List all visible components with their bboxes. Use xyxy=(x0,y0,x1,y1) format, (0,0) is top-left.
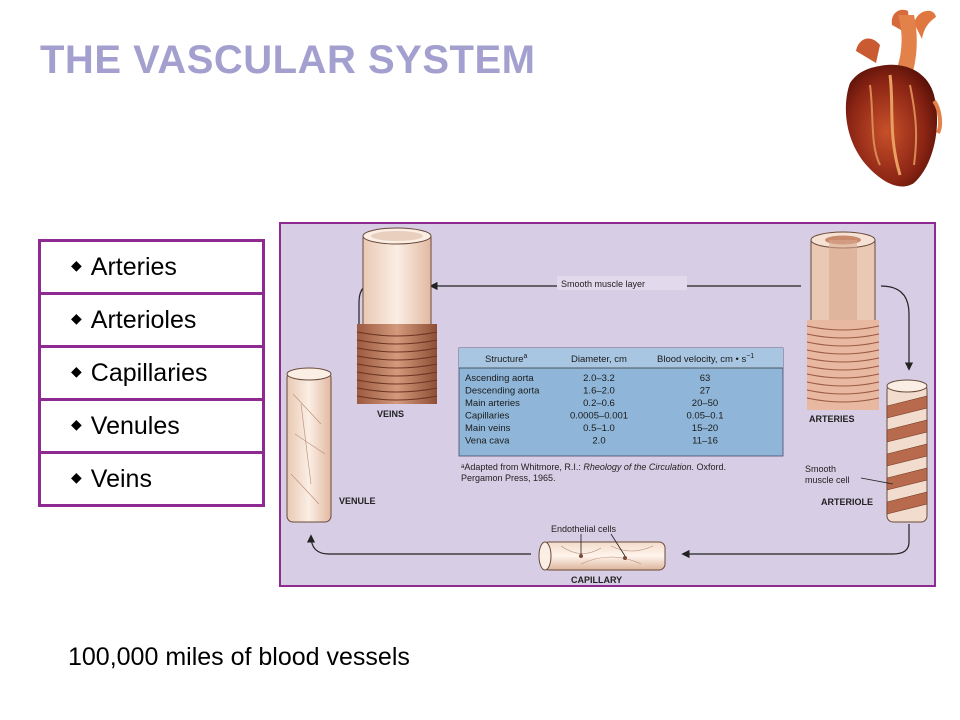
flow-arrow xyxy=(306,534,531,555)
list-item-veins: ◆ Veins xyxy=(38,451,265,507)
table-header: Blood velocity, cm • s−1 xyxy=(657,353,754,365)
list-item-label: Venules xyxy=(90,411,180,440)
table-cell: 0.5–1.0 xyxy=(583,423,615,434)
diamond-bullet-icon: ◆ xyxy=(71,309,82,326)
table-cell: 11–16 xyxy=(692,436,718,447)
diamond-bullet-icon: ◆ xyxy=(71,415,82,432)
table-cell: Capillaries xyxy=(465,411,510,422)
vein-illustration xyxy=(356,227,438,404)
capillary-label: CAPILLARY xyxy=(571,575,622,585)
table-row: Main veins 0.5–1.0 15–20 xyxy=(465,423,718,434)
table-cell: Ascending aorta xyxy=(465,373,534,384)
endothelial-cells-label: Endothelial cells xyxy=(551,524,617,534)
arteriole-illustration xyxy=(886,379,928,523)
vascular-diagram: VEINS VENULE Smooth muscle layer xyxy=(279,222,936,587)
table-cell: Descending aorta xyxy=(465,386,540,397)
table-row: Vena cava 2.0 11–16 xyxy=(465,436,718,447)
page-title: THE VASCULAR SYSTEM xyxy=(40,38,536,82)
table-cell: 63 xyxy=(700,373,711,384)
smooth-muscle-cell-label: Smooth xyxy=(805,464,836,474)
venule-label: VENULE xyxy=(339,496,376,506)
table-cell: Main veins xyxy=(465,423,511,434)
table-cell: 27 xyxy=(700,386,711,397)
arteriole-label: ARTERIOLE xyxy=(821,497,873,507)
list-item-label: Veins xyxy=(90,464,152,493)
flow-arrow xyxy=(681,524,910,559)
diamond-bullet-icon: ◆ xyxy=(71,468,82,485)
table-cell: 0.0005–0.001 xyxy=(570,411,628,422)
heart-illustration xyxy=(845,9,943,187)
smooth-muscle-layer-label: Smooth muscle layer xyxy=(561,279,645,289)
table-row: Capillaries 0.0005–0.001 0.05–0.1 xyxy=(465,411,723,422)
list-item-label: Arteries xyxy=(90,252,177,281)
veins-label: VEINS xyxy=(377,409,404,419)
artery-illustration xyxy=(806,231,880,410)
smooth-muscle-cell-label: muscle cell xyxy=(805,475,850,485)
table-cell: 1.6–2.0 xyxy=(583,386,615,397)
vessel-dimensions-table: Structurea Diameter, cm Blood velocity, … xyxy=(458,347,784,457)
table-footnote: ᵃAdapted from Whitmore, R.I.: Rheology o… xyxy=(461,462,726,472)
table-cell: 2.0–3.2 xyxy=(583,373,615,384)
capillary-illustration xyxy=(538,541,666,571)
table-header: Structurea xyxy=(485,353,528,365)
table-cell: Vena cava xyxy=(465,436,510,447)
diamond-bullet-icon: ◆ xyxy=(71,256,82,273)
list-item-arteries: ◆ Arteries xyxy=(38,239,265,295)
list-item-capillaries: ◆ Capillaries xyxy=(38,345,265,401)
summary-text: 100,000 miles of blood vessels xyxy=(68,643,410,671)
vessel-type-list: ◆ Arteries ◆ Arterioles ◆ Capillaries ◆ … xyxy=(38,239,265,507)
table-cell: 20–50 xyxy=(692,398,718,409)
venule-illustration xyxy=(286,367,332,523)
diamond-bullet-icon: ◆ xyxy=(71,362,82,379)
flow-arrow xyxy=(880,285,914,371)
table-row: Descending aorta 1.6–2.0 27 xyxy=(465,386,710,397)
table-row: Ascending aorta 2.0–3.2 63 xyxy=(465,373,710,384)
arteries-label: ARTERIES xyxy=(809,414,855,424)
list-item-venules: ◆ Venules xyxy=(38,398,265,454)
table-cell: 2.0 xyxy=(592,436,605,447)
table-cell: 0.05–0.1 xyxy=(687,411,724,422)
list-item-label: Capillaries xyxy=(90,358,208,387)
table-footnote: Pergamon Press, 1965. xyxy=(461,473,556,483)
list-item-arterioles: ◆ Arterioles xyxy=(38,292,265,348)
table-cell: Main arteries xyxy=(465,398,520,409)
pointer-line xyxy=(860,477,894,485)
label-backdrop xyxy=(557,276,687,290)
table-header: Diameter, cm xyxy=(571,354,627,365)
list-item-label: Arterioles xyxy=(90,305,197,334)
table-cell: 15–20 xyxy=(692,423,718,434)
table-cell: 0.2–0.6 xyxy=(583,398,615,409)
table-row: Main arteries 0.2–0.6 20–50 xyxy=(465,398,718,409)
pointer-line xyxy=(580,533,626,557)
